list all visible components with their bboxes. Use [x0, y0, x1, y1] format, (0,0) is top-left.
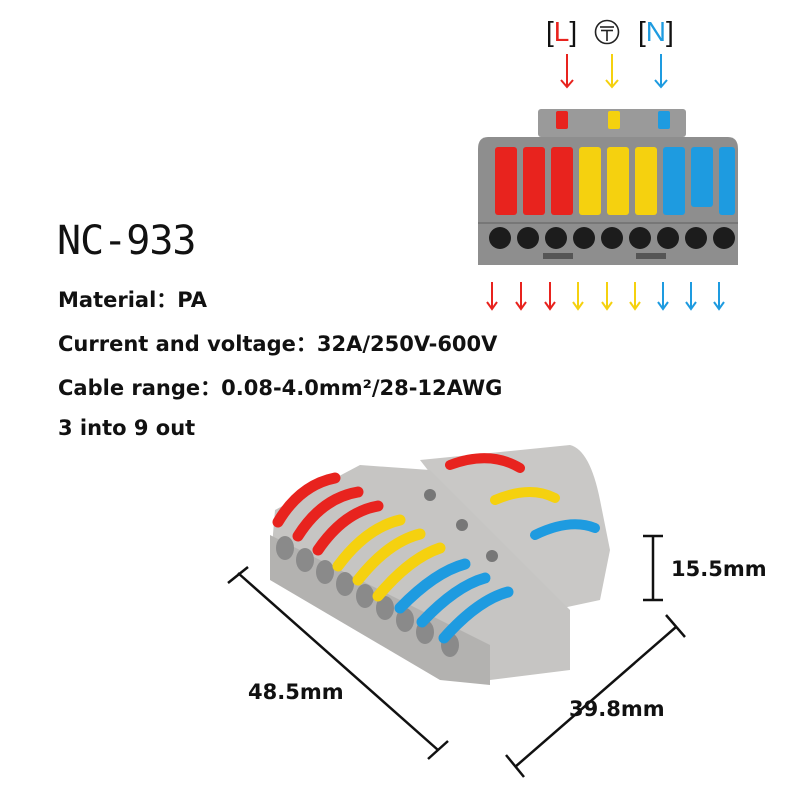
spec-current-voltage: Current and voltage：32A/250V-600V — [58, 332, 498, 356]
connector-perspective-view — [270, 445, 610, 685]
model-name: NC-933 — [57, 218, 196, 264]
spec-value: 0.08-4.0mm²/28-12AWG — [221, 376, 503, 400]
spec-label: Material — [58, 288, 157, 312]
spec-label: Current and voltage — [58, 332, 296, 356]
length-dimension-line — [227, 566, 449, 760]
legend-live: [L] — [546, 16, 578, 47]
spec-value: 32A/250V-600V — [316, 332, 498, 356]
legend-live-label: L — [553, 16, 570, 47]
spec-cable-range: Cable range：0.08-4.0mm²/28-12AWG — [58, 376, 503, 400]
spec-config: 3 into 9 out — [58, 416, 196, 440]
earth-icon — [594, 19, 620, 45]
connector-front-view — [478, 109, 738, 265]
spec-value: PA — [177, 288, 207, 312]
output-arrows — [486, 282, 725, 311]
width-dimension-line — [505, 614, 686, 778]
legend-neutral-label: N — [645, 16, 667, 47]
width-label: 39.8mm — [569, 697, 665, 721]
spec-material: Material：PA — [58, 288, 207, 312]
height-dimension-line — [643, 534, 663, 602]
spec-label: Cable range — [58, 376, 201, 400]
length-label: 48.5mm — [248, 680, 344, 704]
height-label: 15.5mm — [671, 557, 767, 581]
input-arrows — [560, 54, 668, 89]
legend-neutral: [N] — [638, 16, 674, 47]
